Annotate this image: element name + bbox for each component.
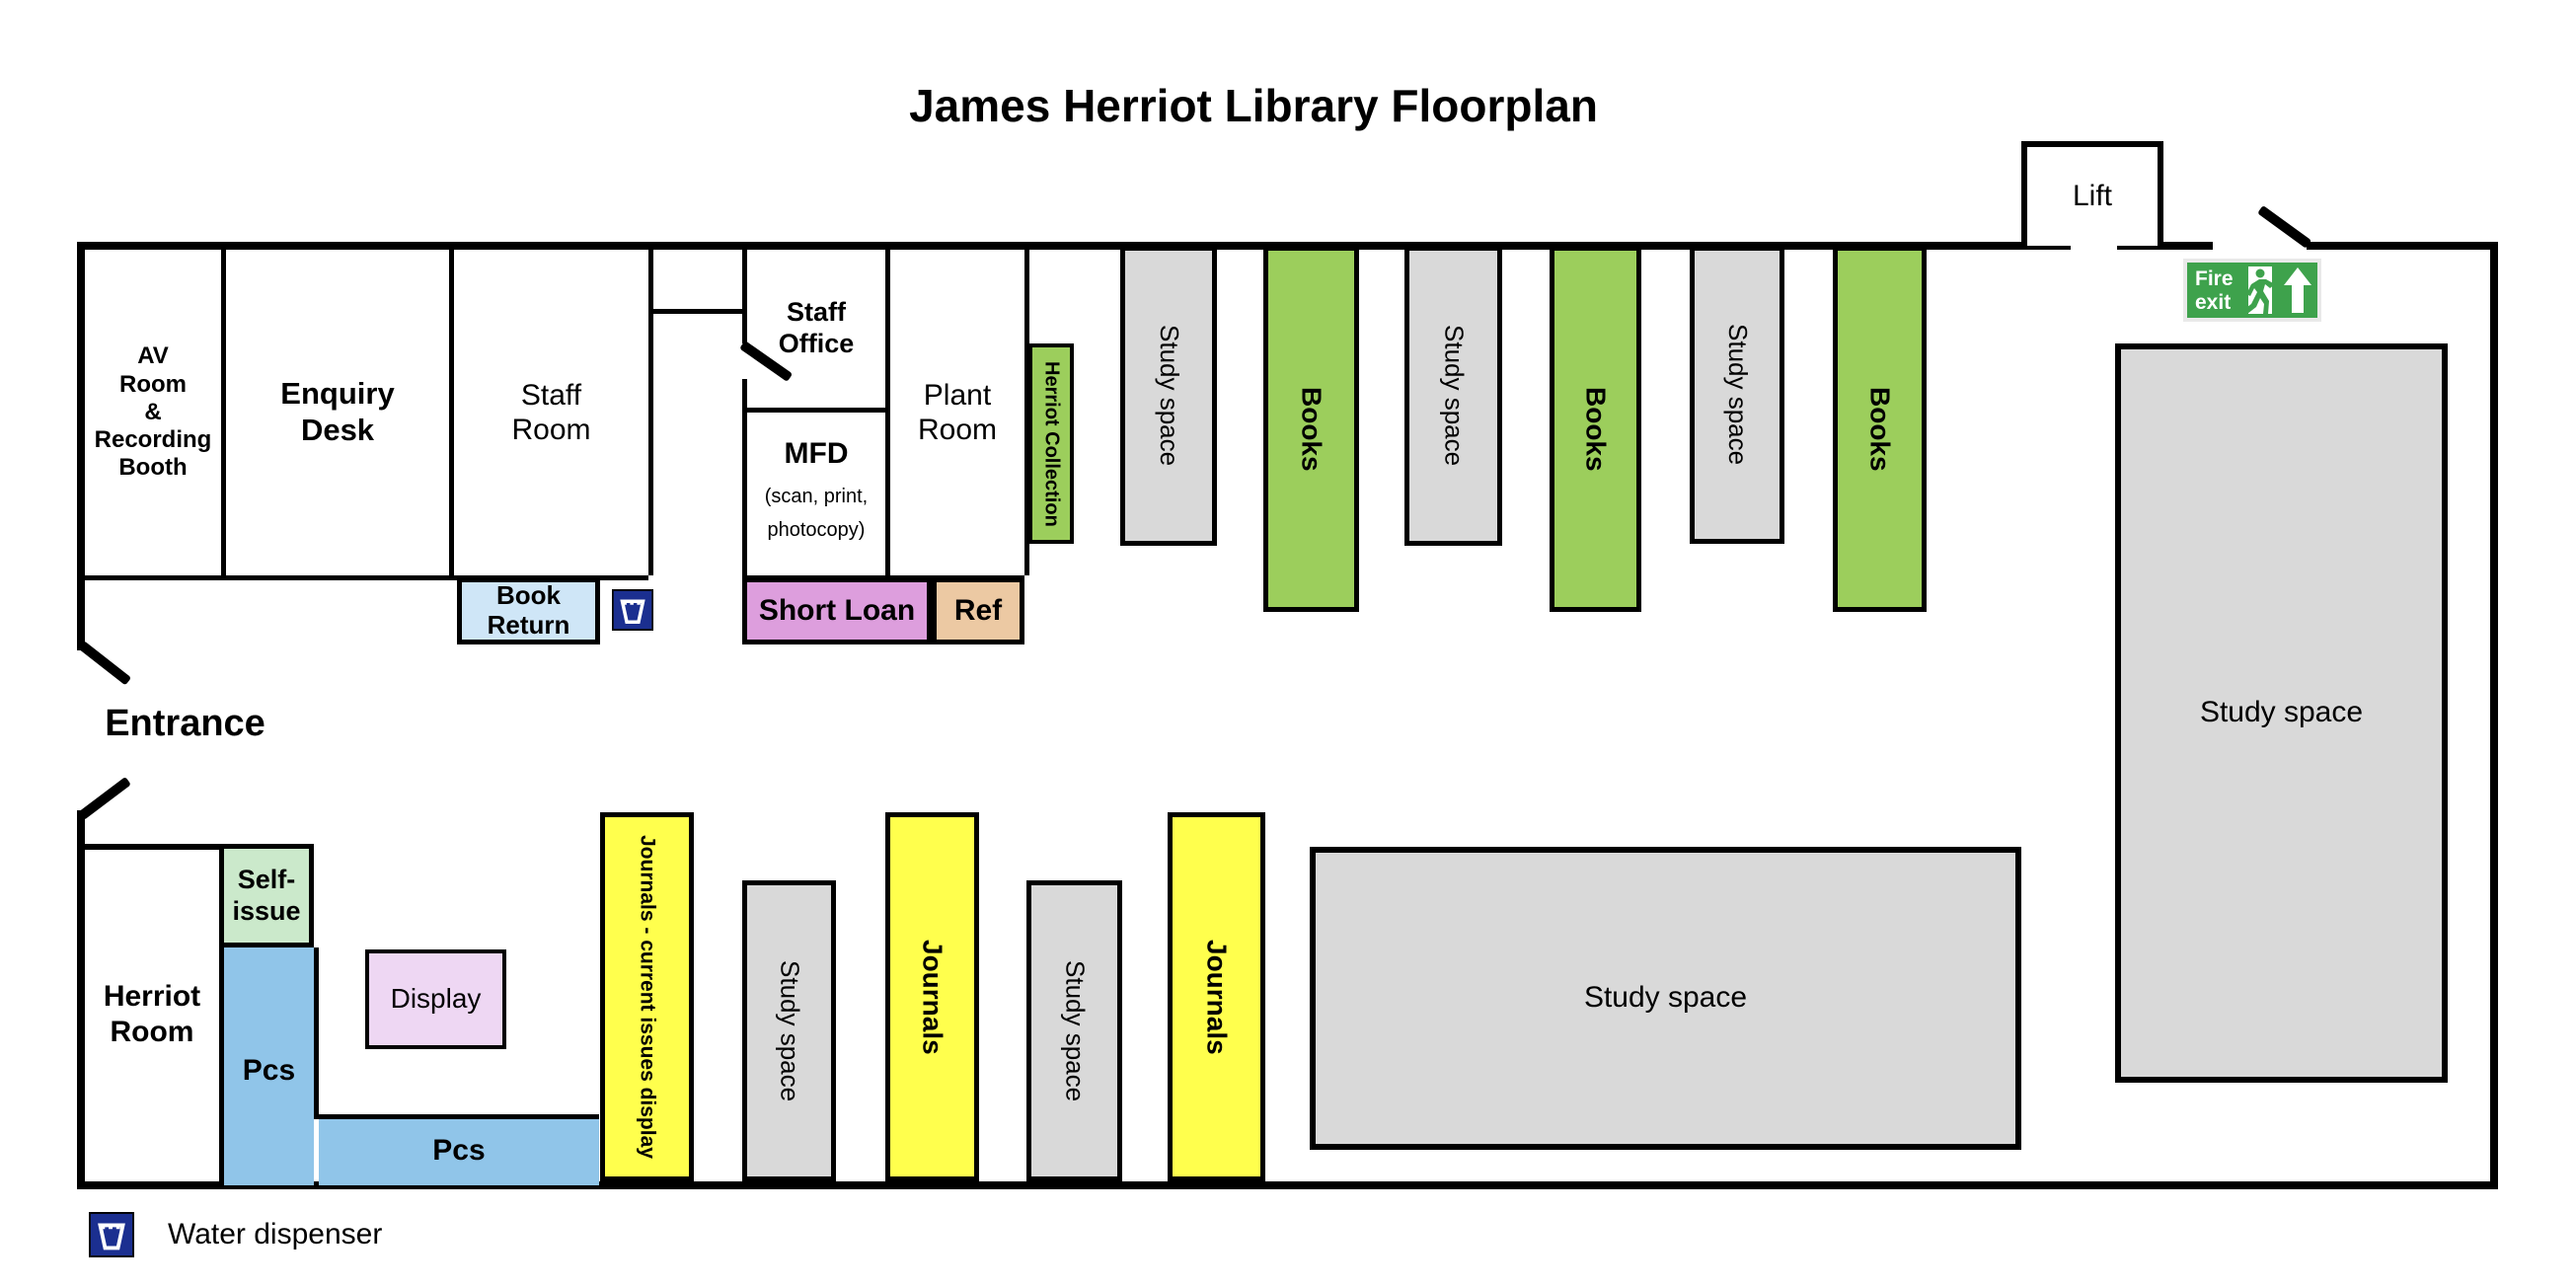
wall-left-lower: [77, 810, 85, 1189]
books-column-2: Books: [1550, 246, 1641, 612]
study-space-label: Study space: [1722, 324, 1753, 466]
self-issue-label: Self- issue: [232, 865, 301, 926]
wall-bottom: [77, 1181, 2498, 1189]
book-return-label: Book Return: [487, 580, 570, 640]
books-column-1: Books: [1263, 246, 1359, 612]
fire-exit-door: [2257, 204, 2312, 249]
entrance-door-upper: [77, 641, 132, 686]
wall-div-enquiry-staff: [449, 246, 454, 575]
pcs-area-horizontal: [319, 1119, 599, 1185]
pcs-label: Pcs: [432, 1133, 486, 1167]
fire-exit-sign: Fire exit: [2183, 259, 2321, 322]
wall-left-upper: [77, 242, 85, 650]
wall-top-c: [2307, 242, 2498, 250]
legend-water-dispenser-label: Water dispenser: [168, 1218, 383, 1250]
fire-exit-line2: exit: [2195, 291, 2231, 314]
room-herriot: Herriot Room: [85, 847, 219, 1181]
display-area: Display: [365, 949, 506, 1049]
study-space-lower-column-1: Study space: [742, 880, 836, 1181]
room-staff-office-label: Staff Office: [778, 297, 855, 358]
pcs-label: Pcs: [242, 1054, 296, 1088]
pcs-area-vertical: [224, 947, 314, 1185]
study-space-column-1: Study space: [1120, 246, 1217, 546]
study-space-right-label: Study space: [2199, 696, 2364, 729]
room-staff-room-label: Staff Room: [511, 378, 591, 446]
wall-herriotroom-right: [219, 844, 224, 1181]
journals-label: Journals: [917, 939, 948, 1055]
water-dispenser-legend-icon: [89, 1212, 134, 1257]
ref-label: Ref: [953, 593, 1003, 627]
pcs-horizontal-label: Pcs: [319, 1119, 599, 1181]
room-mfd-label: MFD: [784, 437, 849, 471]
pcs-vertical-label: Pcs: [224, 1026, 314, 1115]
wall-lowerleft-top: [81, 844, 314, 850]
room-mfd: MFD (scan, print, photocopy): [747, 413, 885, 570]
wall-staffoffice-left-upper: [742, 246, 747, 343]
entrance-label: Entrance: [94, 701, 276, 746]
running-man-icon: [2243, 268, 2275, 314]
water-dispenser-icon: [612, 589, 653, 631]
study-space-label: Study space: [775, 959, 805, 1102]
wall-top-a: [77, 242, 2071, 250]
up-arrow-icon: [2284, 267, 2311, 313]
room-av-recording: AV Room & Recording Booth: [85, 250, 221, 575]
books-label: Books: [1296, 386, 1327, 472]
room-lift: Lift: [2021, 141, 2163, 246]
study-space-column-3: Study space: [1690, 246, 1784, 544]
study-space-right-large: Study space: [2115, 343, 2448, 1083]
study-space-middle-label: Study space: [1583, 981, 1748, 1015]
books-label: Books: [1864, 386, 1896, 472]
room-herriot-label: Herriot Room: [103, 980, 201, 1048]
study-space-lower-column-2: Study space: [1026, 880, 1122, 1181]
self-issue: Self- issue: [219, 844, 314, 947]
short-loan: Short Loan: [742, 577, 932, 644]
ref-collection: Ref: [932, 577, 1024, 644]
fire-exit-line1: Fire: [2195, 267, 2234, 290]
entrance-door-lower: [77, 776, 131, 820]
journals-current-label: Journals - current issues display: [636, 835, 659, 1159]
room-plant: Plant Room: [890, 250, 1024, 575]
page-title: James Herriot Library Floorplan: [909, 80, 1598, 131]
wall-div-av-enquiry: [221, 246, 226, 575]
book-return: Book Return: [457, 577, 600, 644]
wall-staffroom-right: [648, 246, 653, 575]
wall-pcs-top-horizontal: [314, 1114, 599, 1119]
study-space-column-2: Study space: [1404, 246, 1502, 546]
room-plant-label: Plant Room: [917, 378, 998, 446]
wall-pcs-right-vertical: [314, 947, 319, 1119]
wall-vestibule-bottom: [648, 309, 747, 314]
study-space-label: Study space: [1154, 325, 1184, 467]
display-label: Display: [390, 983, 482, 1015]
wall-staffoffice-right: [885, 246, 890, 575]
books-label: Books: [1580, 386, 1612, 472]
room-enquiry-desk: Enquiry Desk: [226, 250, 449, 575]
journals-label: Journals: [1201, 939, 1233, 1055]
herriot-collection: Herriot Collection: [1028, 343, 1074, 544]
study-space-label: Study space: [1439, 325, 1470, 467]
room-enquiry-label: Enquiry Desk: [280, 376, 395, 447]
wall-rooms-bottom-a: [81, 575, 648, 580]
lift-label: Lift: [2072, 180, 2113, 212]
short-loan-label: Short Loan: [758, 593, 916, 627]
books-column-3: Books: [1833, 246, 1927, 612]
wall-top-b: [2117, 242, 2213, 250]
wall-right: [2490, 242, 2498, 1189]
room-staff-room: Staff Room: [454, 250, 648, 575]
room-av-label: AV Room & Recording Booth: [94, 342, 212, 482]
study-space-middle-large: Study space: [1310, 847, 2021, 1150]
entrance-text: Entrance: [105, 702, 265, 744]
wall-staffoffice-left-lower: [742, 379, 747, 575]
wall-plant-right: [1024, 246, 1029, 575]
herriot-collection-label: Herriot Collection: [1040, 360, 1063, 527]
journals-current-issues-column: Journals - current issues display: [600, 812, 694, 1181]
study-space-label: Study space: [1060, 959, 1091, 1102]
room-staff-office: Staff Office: [747, 250, 885, 408]
wall-mfd-top: [742, 408, 885, 413]
legend-water-dispenser: Water dispenser: [168, 1218, 382, 1251]
journals-column-1: Journals: [885, 812, 979, 1181]
room-mfd-sublabel: (scan, print, photocopy): [764, 485, 869, 541]
journals-column-2: Journals: [1168, 812, 1265, 1181]
